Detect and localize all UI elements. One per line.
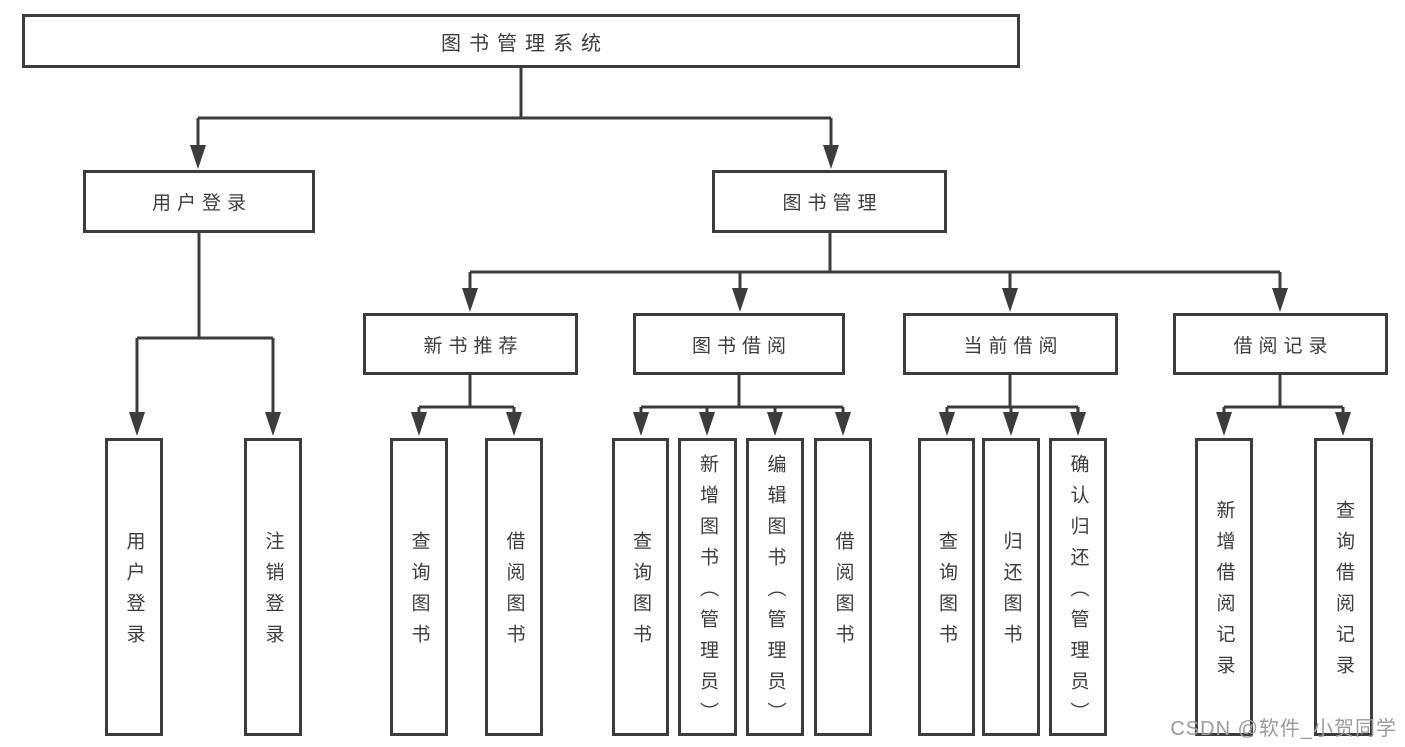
- node-label: 查询借阅记录: [1333, 500, 1354, 686]
- node-label: 图书管理系统: [441, 32, 609, 55]
- node-label: 确认归还（管理员）: [1067, 453, 1089, 733]
- node-label: 查询图书: [408, 531, 430, 655]
- arrow-down-icon: [1272, 288, 1288, 312]
- arrow-down-icon: [835, 412, 851, 436]
- node-label: 当前借阅: [963, 335, 1064, 357]
- connector-userlogin-to-leaves: [135, 233, 275, 420]
- arrow-down-icon: [939, 412, 955, 436]
- node-label: 新书推荐: [423, 335, 524, 357]
- leaf-borrow-books-newbook: 借阅图书: [485, 438, 543, 736]
- arrow-down-icon: [767, 412, 783, 436]
- connector-management-to-level3: [468, 233, 1282, 296]
- arrow-down-icon: [462, 288, 478, 312]
- node-label: 新增图书（管理员）: [697, 453, 718, 733]
- node-book-borrow: 图书借阅: [633, 313, 845, 375]
- connector-bookborrow-to-leaves: [639, 375, 845, 420]
- node-borrow-records: 借阅记录: [1173, 313, 1388, 375]
- watermark: CSDN @软件_小贺同学: [1170, 718, 1397, 740]
- leaf-query-books-current: 查询图书: [918, 438, 975, 736]
- arrow-down-icon: [1003, 412, 1019, 436]
- node-label: 归还图书: [1000, 531, 1022, 655]
- leaf-edit-books-admin: 编辑图书（管理员）: [746, 438, 804, 736]
- leaf-borrow-books: 借阅图书: [814, 438, 872, 736]
- arrow-down-icon: [265, 412, 281, 436]
- arrow-down-icon: [411, 412, 427, 436]
- leaf-user-login: 用户登录: [105, 438, 163, 736]
- node-current-borrow: 当前借阅: [903, 313, 1118, 375]
- arrow-down-icon: [633, 412, 649, 436]
- arrow-down-icon: [1070, 412, 1086, 436]
- node-label: 查询图书: [936, 531, 957, 655]
- connector-records-to-leaves: [1222, 375, 1345, 420]
- node-label: 查询图书: [630, 531, 651, 655]
- connector-newbook-to-leaves: [417, 375, 516, 420]
- arrow-down-icon: [732, 288, 748, 312]
- node-new-book-recommend: 新书推荐: [363, 313, 578, 375]
- node-label: 借阅记录: [1233, 335, 1334, 357]
- node-label: 新增借阅记录: [1213, 500, 1235, 686]
- node-label: 用户登录: [123, 531, 145, 655]
- node-label: 借阅图书: [832, 531, 854, 655]
- node-label: 用户登录: [151, 193, 252, 214]
- node-book-management: 图书管理: [712, 170, 947, 233]
- arrow-down-icon: [190, 145, 206, 169]
- node-label: 注销登录: [262, 531, 284, 655]
- node-library-management-system: 图书管理系统: [22, 14, 1020, 68]
- leaf-return-books: 归还图书: [982, 438, 1040, 736]
- arrow-down-icon: [129, 412, 145, 436]
- leaf-logout: 注销登录: [244, 438, 302, 736]
- leaf-add-books-admin: 新增图书（管理员）: [678, 438, 737, 736]
- leaf-confirm-return-admin: 确认归还（管理员）: [1049, 438, 1107, 736]
- arrow-down-icon: [1216, 412, 1232, 436]
- leaf-query-books-borrow: 查询图书: [612, 438, 669, 736]
- node-label: 图书借阅: [691, 335, 792, 357]
- node-label: 图书管理: [782, 193, 883, 214]
- leaf-query-books-newbook: 查询图书: [390, 438, 448, 736]
- arrow-down-icon: [1002, 288, 1018, 312]
- arrow-down-icon: [1335, 412, 1351, 436]
- arrow-down-icon: [823, 145, 839, 169]
- node-label: 编辑图书（管理员）: [764, 453, 786, 733]
- arrow-down-icon: [699, 412, 715, 436]
- arrow-down-icon: [506, 412, 522, 436]
- node-label: 借阅图书: [503, 531, 525, 655]
- connector-root-to-level2: [196, 68, 833, 152]
- leaf-query-borrow-record: 查询借阅记录: [1314, 438, 1373, 736]
- leaf-add-borrow-record: 新增借阅记录: [1195, 438, 1253, 736]
- node-user-login: 用户登录: [83, 170, 315, 233]
